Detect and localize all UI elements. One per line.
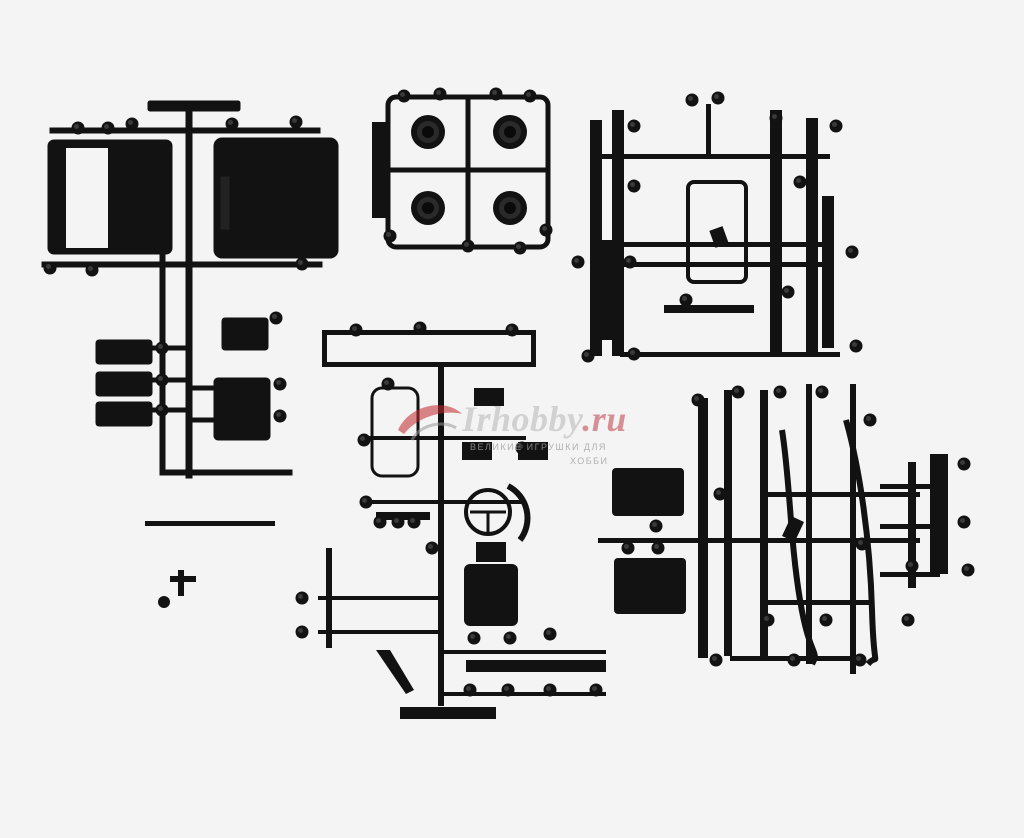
sprue-wheels (385, 94, 551, 250)
watermark-domain: .ru (582, 399, 627, 439)
watermark-brand: Irhobby.ru (462, 398, 627, 440)
sprue-interior (318, 330, 606, 719)
watermark-brand-name: Irhobby (462, 399, 583, 439)
sprue-cab-panels (41, 100, 339, 479)
loose-rod (145, 521, 275, 526)
sprue-frame-rails (590, 104, 840, 357)
watermark-logo-icon (398, 405, 462, 441)
watermark-tagline-2: ХОББИ (570, 456, 609, 466)
loose-small-part (158, 570, 196, 608)
watermark-tagline: ВЕЛИКИЕ ИГРУШКИ ДЛЯ (470, 442, 607, 452)
